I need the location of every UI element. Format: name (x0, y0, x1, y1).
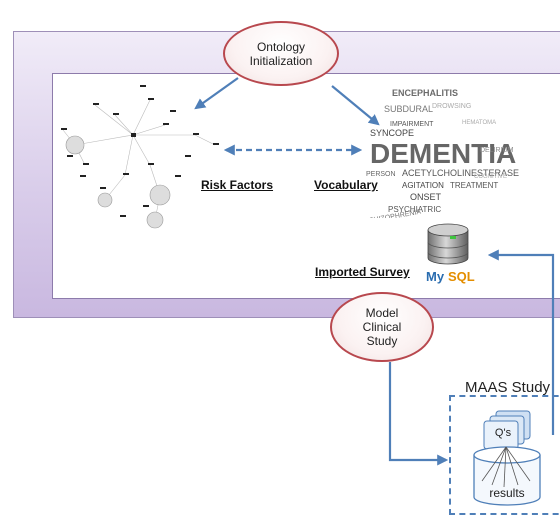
word-cloud-term: ENCEPHALITIS (392, 88, 458, 98)
vocabulary-label: Vocabulary (314, 178, 378, 192)
word-cloud-term: PERSON (366, 171, 396, 178)
word-cloud-term: ACETYLCHOLINESTERASE (402, 168, 519, 178)
arrow-to-imported-survey (487, 249, 555, 435)
word-cloud-main: DEMENTIA (370, 138, 516, 169)
word-cloud-term: ONSET (410, 192, 442, 202)
word-cloud-term: TREATMENT (450, 181, 498, 190)
imported-survey-label: Imported Survey (315, 265, 410, 279)
word-cloud-term: COGNITIVE (474, 174, 507, 180)
word-cloud-term: SCHIZOPHRENIA (364, 209, 422, 218)
arrow-to-risk-factors (194, 77, 239, 110)
arrow-to-maas-study (388, 362, 449, 466)
word-cloud-term: SYNCOPE (370, 128, 414, 138)
word-cloud-term: PSYCHIATRIC (388, 205, 441, 214)
results-label: results (489, 486, 525, 500)
mysql-logo: My SQL (426, 269, 475, 284)
inner-panel (52, 73, 560, 299)
word-cloud-term: HEMATOMA (462, 120, 496, 126)
ontology-initialization-node: Ontology Initialization (223, 21, 339, 86)
svg-text:SQL: SQL (448, 269, 475, 284)
word-cloud-term: AGITATION (402, 181, 444, 190)
risk-factor-network-graph (61, 85, 219, 229)
maas-study-box (449, 395, 560, 515)
model-clinical-study-node: Model Clinical Study (330, 292, 434, 362)
word-cloud-term: DROWSING (432, 103, 471, 110)
questionnaire-label: Q's (494, 427, 512, 439)
svg-text:My: My (426, 269, 445, 284)
arrow-to-vocabulary (331, 85, 380, 126)
word-cloud-term: SUBDURAL (384, 104, 433, 114)
results-database-icon (473, 446, 541, 506)
maas-study-title: MAAS Study (465, 379, 551, 396)
questionnaire-stack-icon (483, 410, 531, 450)
word-cloud-term: IMPAIRMENT (390, 121, 434, 128)
vocabulary-word-cloud: ENCEPHALITIS DROWSING SUBDURAL IMPAIRMEN… (364, 88, 519, 218)
word-cloud-term: DELIRIUM (480, 147, 514, 154)
database-icon (427, 223, 469, 265)
risk-factors-label: Risk Factors (201, 178, 274, 192)
